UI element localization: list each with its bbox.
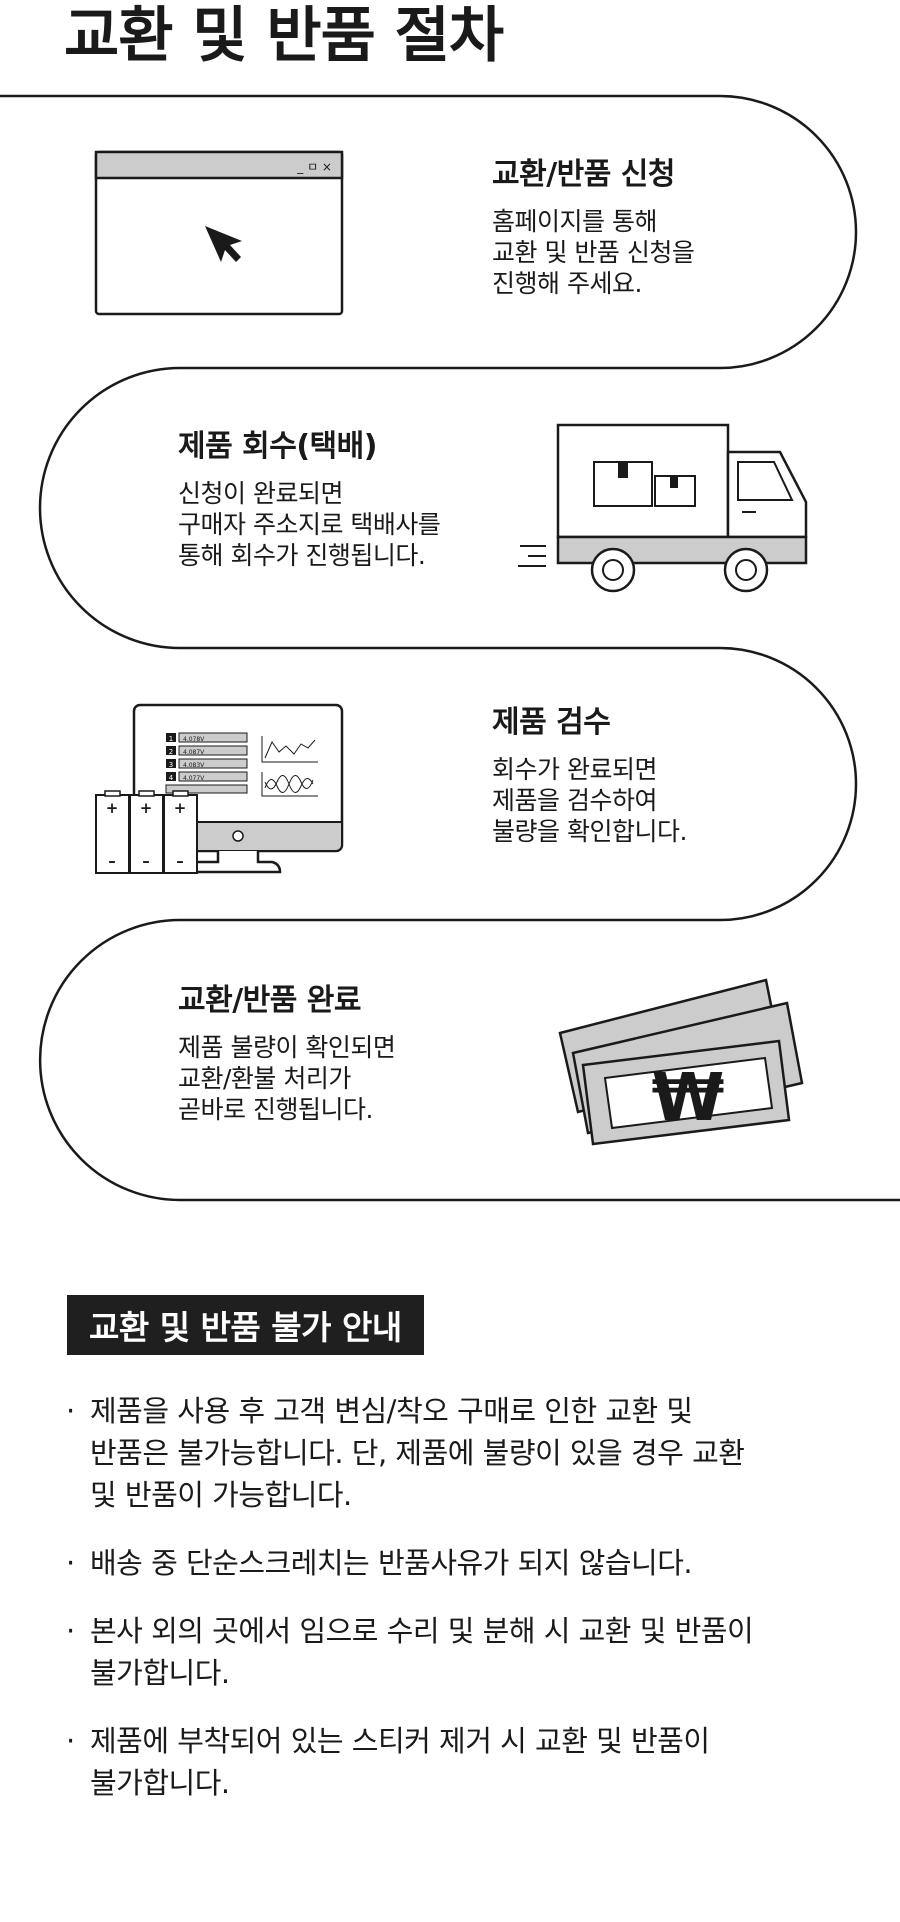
step-title: 교환/반품 신청 — [492, 157, 676, 192]
step-complete: 교환/반품 완료 제품 불량이 확인되면 교환/환불 처리가 곧바로 진행됩니다… — [178, 982, 538, 1125]
monitor-label-1: 1 — [169, 735, 173, 743]
step-description: 제품 불량이 확인되면 교환/환불 처리가 곧바로 진행됩니다. — [178, 1032, 538, 1125]
notice-line: 본사 외의 곳에서 임으로 수리 및 분해 시 교환 및 반품이 — [90, 1614, 754, 1648]
bullet-icon: · — [66, 1394, 75, 1428]
notice-list: · 제품을 사용 후 고객 변심/착오 구매로 인한 교환 및 반품은 불가능합… — [64, 1390, 864, 1830]
window-controls: _ ㅁ × — [296, 160, 332, 174]
monitor-value-4: 4.077V — [183, 775, 205, 782]
step-pickup: 제품 회수(택배) 신청이 완료되면 구매자 주소지로 택배사를 통해 회수가 … — [178, 428, 538, 571]
browser-window-icon: _ ㅁ × — [94, 150, 344, 316]
page-title: 교환 및 반품 절차 — [64, 1, 504, 71]
monitor-value-1: 4.078V — [183, 736, 205, 743]
delivery-truck-icon — [518, 423, 808, 593]
battery-minus-2: – — [142, 852, 150, 870]
step-line: 홈페이지를 통해 — [492, 207, 657, 236]
notice-line: 불가합니다. — [90, 1766, 230, 1800]
money-icon: ₩ — [558, 978, 804, 1146]
step-line: 제품을 검수하여 — [492, 786, 657, 815]
monitor-label-3: 3 — [169, 761, 173, 769]
monitor-value-3: 4.083V — [183, 762, 205, 769]
step-title: 교환/반품 완료 — [178, 983, 362, 1018]
bullet-icon: · — [66, 1614, 75, 1648]
notice-line: 및 반품이 가능합니다. — [90, 1478, 352, 1512]
money-symbol: ₩ — [652, 1059, 725, 1136]
step-title: 제품 검수 — [492, 705, 611, 740]
step-inspection: 제품 검수 회수가 완료되면 제품을 검수하여 불량을 확인합니다. — [492, 704, 852, 847]
step-line: 교환 및 반품 신청을 — [492, 238, 695, 267]
monitor-battery-icon: 1 4.078V 2 4.087V 3 4.083V 4 4.077V + – … — [95, 703, 344, 874]
battery-minus-1: – — [108, 852, 116, 870]
notice-item: · 제품을 사용 후 고객 변심/착오 구매로 인한 교환 및 반품은 불가능합… — [64, 1390, 864, 1516]
notice-line: 제품을 사용 후 고객 변심/착오 구매로 인한 교환 및 — [90, 1394, 693, 1428]
step-line: 통해 회수가 진행됩니다. — [178, 541, 426, 570]
monitor-value-2: 4.087V — [183, 749, 205, 756]
step-description: 홈페이지를 통해 교환 및 반품 신청을 진행해 주세요. — [492, 206, 852, 299]
notice-line: 제품에 부착되어 있는 스티커 제거 시 교환 및 반품이 — [90, 1724, 710, 1758]
battery-plus-3: + — [174, 799, 187, 817]
step-line: 불량을 확인합니다. — [492, 817, 687, 846]
monitor-label-4: 4 — [169, 774, 174, 782]
flow-track — [0, 94, 900, 1202]
notice-item: · 제품에 부착되어 있는 스티커 제거 시 교환 및 반품이 불가합니다. — [64, 1720, 864, 1804]
battery-plus-2: + — [140, 799, 153, 817]
step-line: 진행해 주세요. — [492, 269, 642, 298]
step-line: 신청이 완료되면 — [178, 479, 343, 508]
step-line: 구매자 주소지로 택배사를 — [178, 510, 441, 539]
step-line: 곧바로 진행됩니다. — [178, 1095, 373, 1124]
step-description: 신청이 완료되면 구매자 주소지로 택배사를 통해 회수가 진행됩니다. — [178, 478, 538, 571]
notice-item: · 배송 중 단순스크레치는 반품사유가 되지 않습니다. — [64, 1542, 864, 1584]
step-line: 교환/환불 처리가 — [178, 1064, 351, 1093]
step-line: 회수가 완료되면 — [492, 755, 657, 784]
notice-item: · 본사 외의 곳에서 임으로 수리 및 분해 시 교환 및 반품이 불가합니다… — [64, 1610, 864, 1694]
bullet-icon: · — [66, 1724, 75, 1758]
cursor-icon — [205, 226, 242, 262]
bullet-icon: · — [66, 1546, 75, 1580]
monitor-label-2: 2 — [169, 748, 173, 756]
battery-minus-3: – — [176, 852, 184, 870]
notice-line: 반품은 불가능합니다. 단, 제품에 불량이 있을 경우 교환 — [90, 1436, 745, 1470]
process-flow: _ ㅁ × 1 4.078V 2 4.087V 3 — [0, 94, 900, 1202]
notice-title-box: 교환 및 반품 불가 안내 — [67, 1295, 424, 1355]
notice-title: 교환 및 반품 불가 안내 — [89, 1308, 402, 1347]
step-description: 회수가 완료되면 제품을 검수하여 불량을 확인합니다. — [492, 754, 852, 847]
battery-plus-1: + — [106, 799, 119, 817]
step-request: 교환/반품 신청 홈페이지를 통해 교환 및 반품 신청을 진행해 주세요. — [492, 156, 852, 299]
notice-line: 불가합니다. — [90, 1656, 230, 1690]
step-title: 제품 회수(택배) — [178, 429, 377, 464]
step-line: 제품 불량이 확인되면 — [178, 1033, 396, 1062]
notice-line: 배송 중 단순스크레치는 반품사유가 되지 않습니다. — [90, 1546, 693, 1580]
mini-line-chart — [261, 736, 318, 797]
